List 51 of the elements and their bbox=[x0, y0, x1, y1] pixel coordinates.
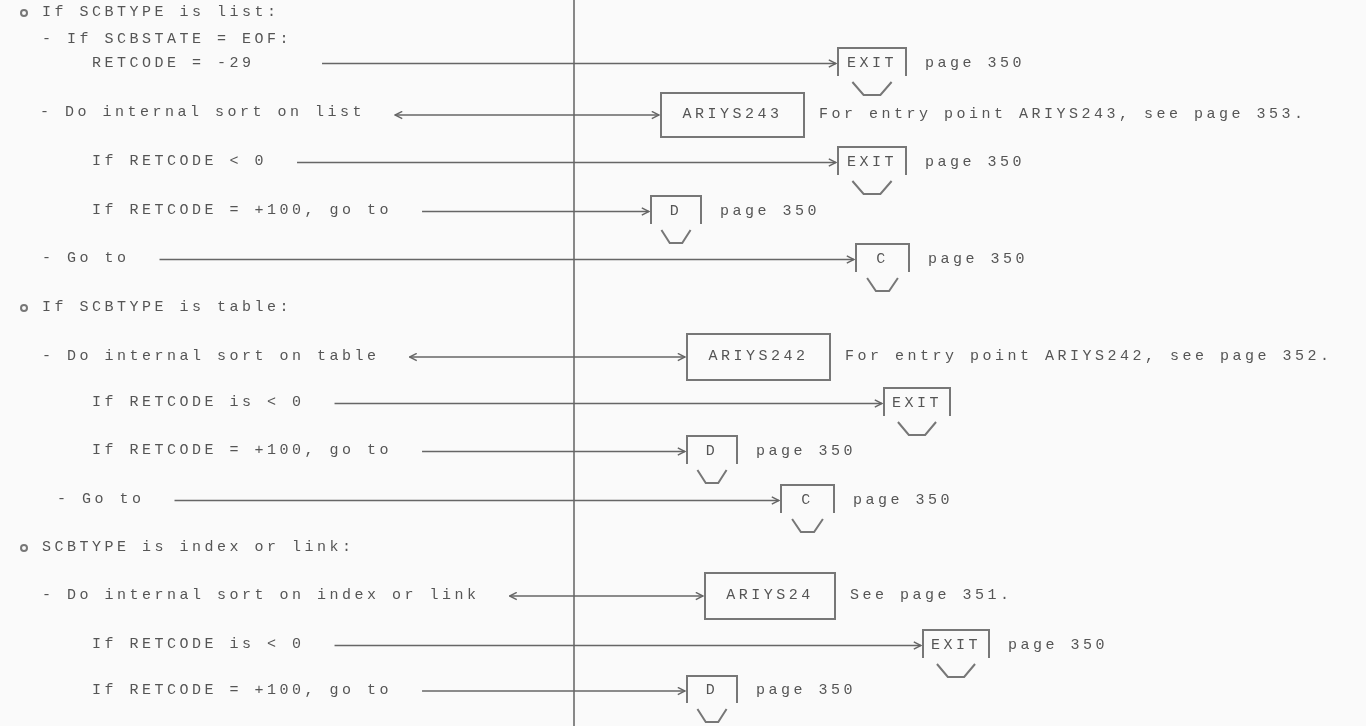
page-reference: page 350 bbox=[756, 681, 856, 701]
step-text: - Do internal sort on index or link bbox=[42, 586, 480, 606]
arrow bbox=[408, 352, 686, 362]
arrow bbox=[296, 158, 837, 167]
off-page-connector: EXIT bbox=[922, 629, 990, 678]
arrow bbox=[333, 399, 883, 408]
arrow bbox=[421, 207, 650, 216]
arrow bbox=[321, 59, 837, 68]
arrow bbox=[158, 255, 855, 264]
condition-heading: If SCBTYPE is table: bbox=[42, 298, 293, 318]
module-box: ARIYS243 bbox=[660, 92, 805, 138]
off-page-connector: C bbox=[855, 243, 910, 292]
step-text: - If SCBSTATE = EOF: bbox=[42, 30, 293, 50]
page-reference: page 350 bbox=[756, 441, 856, 462]
step-text: RETCODE = -29 bbox=[92, 54, 255, 74]
page-reference: page 350 bbox=[720, 201, 820, 222]
arrow bbox=[508, 591, 704, 601]
step-text: If RETCODE is < 0 bbox=[92, 635, 305, 655]
step-text: If RETCODE = +100, go to bbox=[92, 441, 393, 461]
off-page-connector: D bbox=[650, 195, 702, 244]
step-text: If RETCODE is < 0 bbox=[92, 393, 305, 413]
off-page-connector: D bbox=[686, 435, 738, 484]
step-text: If RETCODE = +100, go to bbox=[92, 201, 393, 221]
arrow bbox=[333, 641, 922, 650]
step-text: - Go to bbox=[57, 490, 145, 510]
off-page-connector: EXIT bbox=[837, 146, 907, 195]
step-text: If RETCODE = +100, go to bbox=[92, 681, 393, 701]
module-box: ARIYS24 bbox=[704, 572, 836, 620]
step-text: - Do internal sort on list bbox=[40, 103, 366, 123]
module-box: ARIYS242 bbox=[686, 333, 831, 381]
step-text: If RETCODE < 0 bbox=[92, 152, 268, 172]
page-reference: page 350 bbox=[853, 490, 953, 511]
page-reference: page 350 bbox=[925, 53, 1025, 74]
condition-heading: SCBTYPE is index or link: bbox=[42, 538, 355, 558]
off-page-connector: EXIT bbox=[837, 47, 907, 96]
arrow bbox=[421, 686, 686, 696]
off-page-connector: D bbox=[686, 675, 738, 723]
page-reference: page 350 bbox=[1008, 635, 1108, 656]
page-reference: page 350 bbox=[925, 152, 1025, 173]
arrow bbox=[173, 496, 780, 505]
off-page-connector: EXIT bbox=[883, 387, 951, 436]
off-page-connector: C bbox=[780, 484, 835, 533]
step-text: - Do internal sort on table bbox=[42, 347, 380, 367]
page-reference: page 350 bbox=[928, 249, 1028, 270]
condition-heading: If SCBTYPE is list: bbox=[42, 3, 280, 23]
page-reference: See page 351. bbox=[850, 586, 1013, 606]
page-reference: For entry point ARIYS242, see page 352. bbox=[845, 347, 1333, 367]
step-text: - Go to bbox=[42, 249, 130, 269]
arrow bbox=[421, 447, 686, 456]
page-reference: For entry point ARIYS243, see page 353. bbox=[819, 105, 1307, 125]
arrow bbox=[394, 110, 660, 120]
